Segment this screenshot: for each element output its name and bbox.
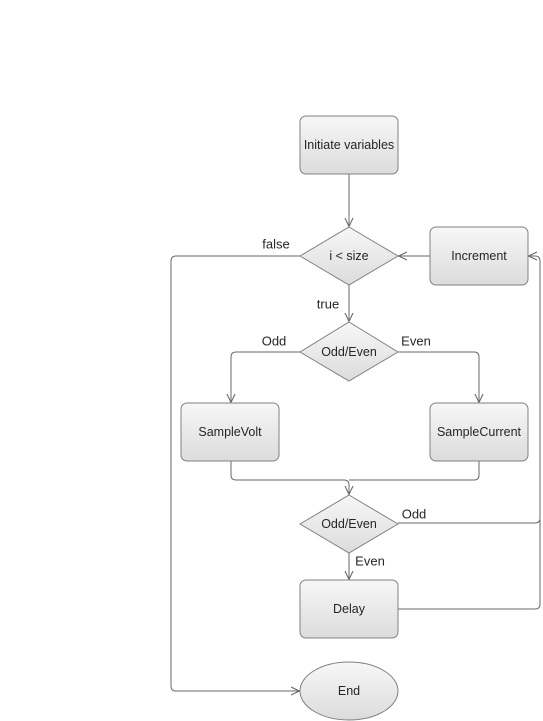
node-init-label: Initiate variables: [304, 138, 394, 152]
label-parity2-odd: Odd: [402, 507, 427, 522]
node-increment-label: Increment: [451, 249, 507, 263]
node-sample-volt: SampleVolt: [180, 402, 280, 462]
label-loop-true: true: [317, 297, 339, 312]
node-parity-check-2: Odd/Even: [299, 494, 399, 554]
node-parity-check-2-label: Odd/Even: [321, 517, 377, 531]
label-parity2-even: Even: [355, 554, 385, 569]
node-delay-label: Delay: [333, 602, 366, 616]
nodes: Initiate variables i < size Increment Od…: [180, 115, 529, 721]
node-sample-current-label: SampleCurrent: [437, 425, 522, 439]
label-loop-false: false: [262, 237, 289, 252]
edges: [170, 174, 541, 691]
edge-parity2-odd-to-loop-check: [398, 256, 541, 524]
node-end: End: [299, 661, 399, 721]
node-increment: Increment: [429, 226, 529, 286]
edge-sample-volt-to-parity-2: [230, 461, 349, 494]
node-sample-current: SampleCurrent: [429, 402, 529, 462]
edge-delay-to-loop-back: [398, 520, 541, 610]
node-sample-volt-label: SampleVolt: [198, 425, 262, 439]
label-parity1-even: Even: [401, 334, 431, 349]
node-end-label: End: [338, 684, 360, 698]
edge-loop-false-to-end: [170, 255, 300, 691]
edge-labels: false true Odd Even Odd Even: [262, 237, 431, 569]
node-parity-check-1: Odd/Even: [299, 321, 399, 382]
node-parity-check-1-label: Odd/Even: [321, 345, 377, 359]
node-delay: Delay: [299, 579, 399, 639]
edge-sample-current-to-parity-2: [349, 461, 480, 481]
node-loop-check-label: i < size: [329, 249, 368, 263]
node-init: Initiate variables: [299, 115, 399, 175]
edge-parity1-even-to-sample-current: [398, 351, 479, 402]
edge-parity1-odd-to-sample-volt: [231, 351, 300, 402]
label-parity1-odd: Odd: [262, 334, 287, 349]
node-loop-check: i < size: [299, 226, 399, 286]
